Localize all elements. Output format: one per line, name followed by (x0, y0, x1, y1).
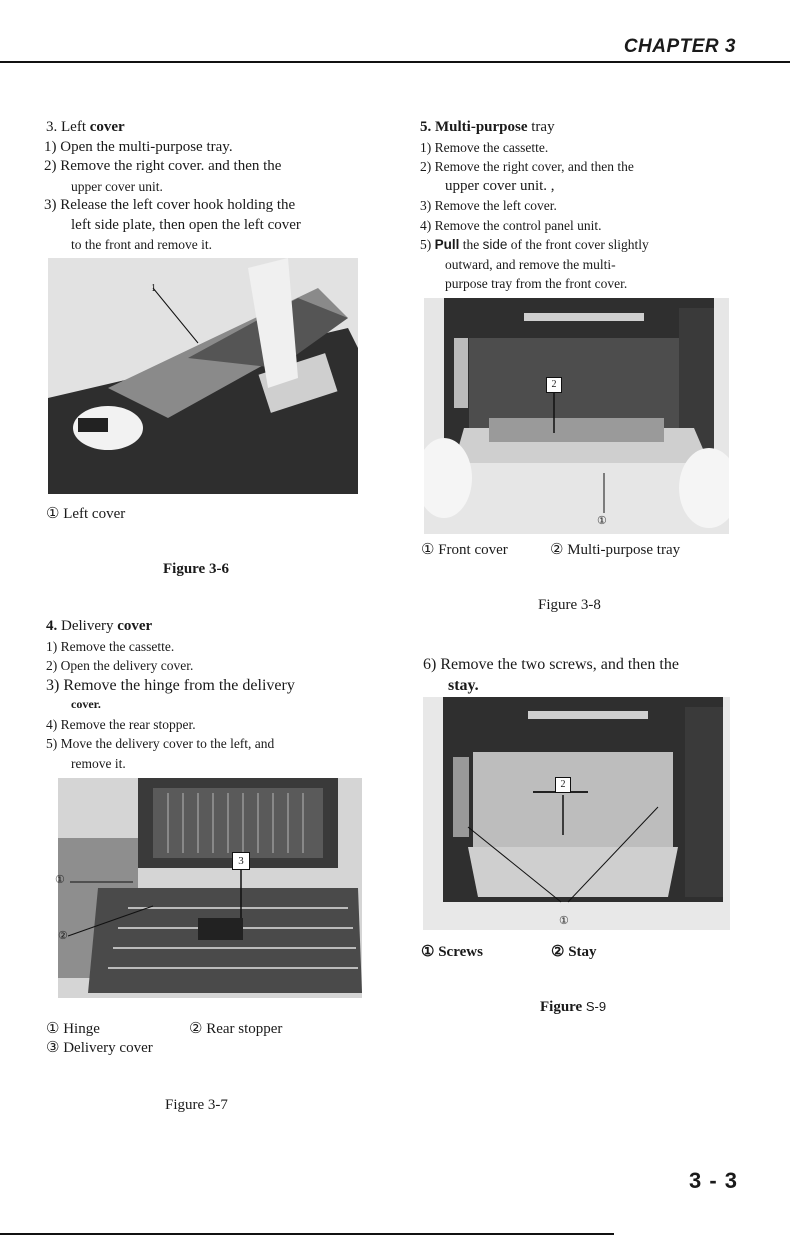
step-text: to the front and remove it. (71, 237, 212, 252)
step-text: 3) Remove the hinge from the delivery (46, 676, 295, 694)
callout-2: 2 (546, 377, 562, 393)
step-text: upper cover unit. (71, 178, 163, 194)
chapter-heading: CHAPTER 3 (623, 36, 736, 57)
step-text: 1) Open the (44, 138, 119, 155)
figure-caption: ② Stay (551, 944, 597, 960)
callout-2: ② (58, 930, 68, 942)
step-text-emph: multi-purpose (118, 138, 203, 155)
step-text: 1) Remove the cassette. (46, 638, 175, 654)
figure-caption: ① Hinge (46, 1021, 100, 1037)
figure-title: Figure (540, 999, 583, 1015)
callout-1: ① (597, 515, 607, 527)
step-text: tray. (202, 138, 233, 155)
section-number: 3. Left (46, 119, 90, 135)
step-text: 2) Open the delivery cover. (46, 658, 194, 673)
section-delivery-cover: 4. Delivery cover 1) Remove the cassette… (46, 617, 366, 773)
step-text: remove it. (71, 755, 126, 771)
step-text: 1) Remove the cassette. (420, 139, 549, 155)
page-number: 3 - 3 (688, 1168, 738, 1193)
figure-caption: ② Multi-purpose (550, 542, 654, 558)
step-text: 5) (420, 237, 435, 252)
figure-3-7-photo (58, 778, 362, 998)
step-6: 6) Remove the two screws, and then the s… (423, 654, 743, 696)
step-text: left side plate, then open the left cove… (71, 216, 301, 233)
callout-1: 1 (151, 283, 156, 294)
section-title: cover (89, 119, 125, 135)
section-label: tray (527, 119, 555, 135)
step-text: 6) Remove the two screws, and then the (423, 656, 679, 673)
step-text: 2) Remove the right cover. and then the (44, 158, 282, 174)
section-label: Delivery (57, 618, 118, 634)
step-text: purpose tray from the front cover. (445, 276, 628, 291)
figure-title: Figure 3-6 (163, 561, 229, 577)
figure-3-8-photo (424, 298, 729, 534)
callout-1: ① (559, 915, 569, 927)
step-text: 4) Remove the control panel unit. (420, 217, 602, 233)
section-number: 5. (420, 119, 435, 135)
section-title: Multi-purpose (435, 119, 528, 135)
step-text-emph: Pull (434, 237, 460, 252)
section-left-cover: 3. Left cover 1) Open the multi-purpose … (44, 118, 366, 255)
figure-title: Figure 3-8 (538, 597, 601, 613)
figure-caption: ① Front cover (421, 542, 508, 558)
figure-3-9-photo (423, 697, 730, 930)
header-rule (0, 61, 790, 63)
figure-caption: tray (653, 542, 681, 558)
callout-2: 2 (555, 777, 571, 793)
step-text: 5) Move the delivery cover to the left, … (46, 736, 275, 751)
callout-1: ① (55, 874, 65, 886)
figure-caption: ③ Delivery cover (46, 1040, 153, 1056)
figure-caption: ① Left cover (46, 506, 126, 522)
step-text: 4) Remove the rear stopper. (46, 716, 196, 732)
callout-3: 3 (232, 852, 250, 870)
step-text: the (459, 237, 483, 252)
step-text: of the front cover slightly (507, 237, 649, 252)
figure-3-6-photo (48, 258, 358, 494)
step-text-emph: side (482, 237, 508, 252)
step-text: cover. (71, 697, 101, 711)
section-title: cover (117, 618, 153, 634)
figure-title-number: S-9 (582, 999, 607, 1014)
section-multi-purpose-tray: 5. Multi-purpose tray 1) Remove the cass… (420, 118, 740, 294)
step-text: stay. (448, 677, 479, 694)
section-number: 4. (46, 618, 58, 634)
figure-caption: ① Screws (421, 944, 483, 960)
figure-caption: ② Rear stopper (189, 1021, 283, 1037)
step-text: outward, and remove the multi- (445, 256, 616, 272)
footer-rule (0, 1233, 614, 1235)
step-text: 3) Remove the left cover. (420, 198, 557, 213)
figure-title: Figure 3-7 (165, 1097, 228, 1113)
step-text: 3) Release the left cover hook holding t… (44, 197, 296, 213)
step-text: 2) Remove the right cover, and then the (420, 159, 634, 174)
step-text: upper cover unit. , (445, 177, 555, 194)
